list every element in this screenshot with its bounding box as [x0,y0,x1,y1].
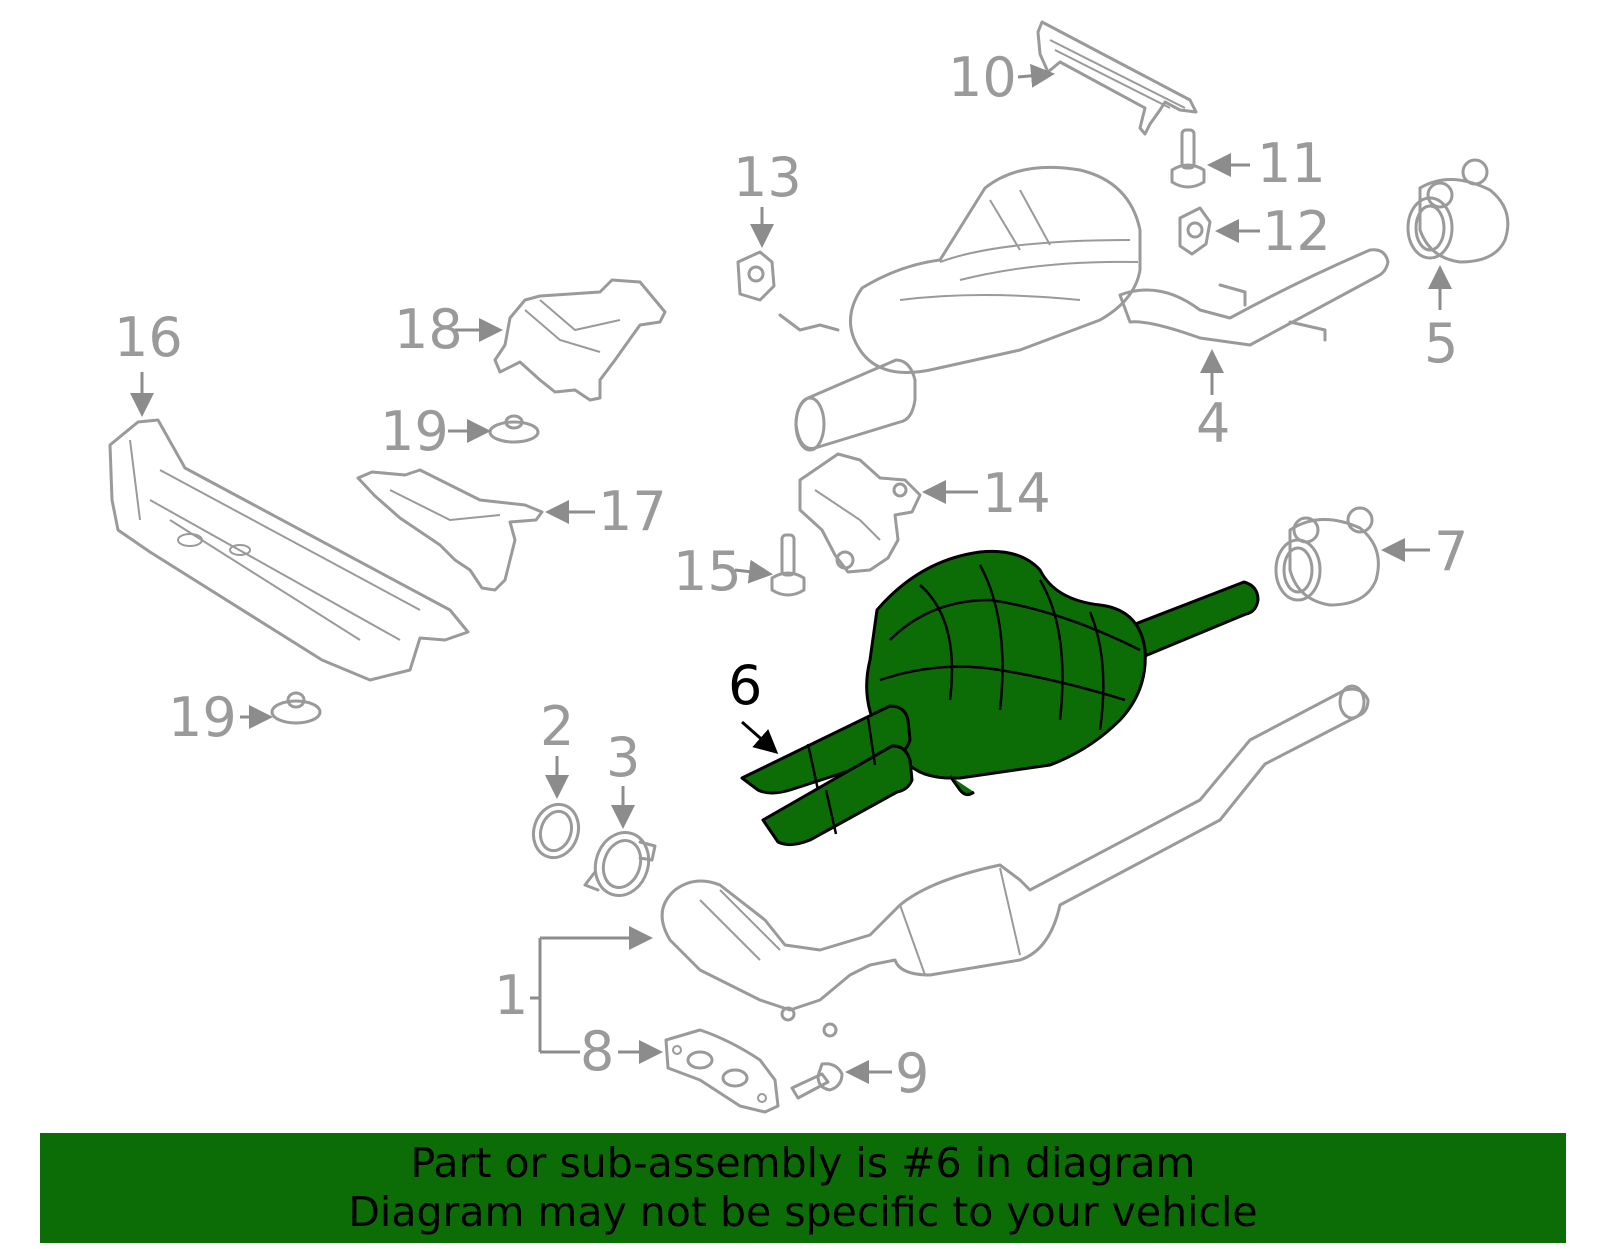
banner-line-disclaimer: Diagram may not be specific to your vehi… [348,1188,1258,1236]
part-8-gasket [664,1028,780,1114]
part-18-heat-shield [493,278,667,402]
part-9-bolt [790,1062,844,1100]
part-11-bolt [1170,128,1206,189]
callout-15: 15 [673,540,742,603]
callout-19-upper: 19 [380,400,449,463]
callout-18: 18 [394,298,463,361]
part-17-heat-shield [356,468,544,592]
callout-13: 13 [733,146,802,209]
part-4-center-muffler [778,165,1390,452]
callout-16: 16 [114,306,183,369]
part-15-bolt [770,533,806,597]
part-19-nut-upper [488,414,540,444]
part-13-grommet [736,250,776,302]
callout-2: 2 [540,695,574,758]
part-16-heat-shield [108,418,470,682]
callout-11: 11 [1257,132,1326,195]
callout-17: 17 [598,480,667,543]
callout-3: 3 [606,726,640,789]
part-10-bracket [1036,20,1198,136]
callout-1: 1 [494,964,528,1027]
banner-line-part-number: Part or sub-assembly is #6 in diagram [410,1139,1196,1187]
callout-7: 7 [1434,520,1468,583]
part-3-clamp [583,831,657,897]
part-7-clamp [1274,506,1380,607]
leader-lines [130,63,1452,1084]
callout-14: 14 [982,462,1051,525]
callout-5: 5 [1424,312,1458,375]
info-banner: Part or sub-assembly is #6 in diagram Di… [40,1133,1566,1243]
callout-10: 10 [948,46,1017,109]
callout-12: 12 [1262,200,1331,263]
callout-4: 4 [1196,392,1230,455]
part-6-rear-muffler-highlighted [740,549,1260,847]
part-12-grommet [1178,206,1212,256]
callout-6-highlighted: 6 [728,654,762,717]
callout-9: 9 [895,1042,929,1105]
callout-8: 8 [580,1020,614,1083]
callout-labels: 10 11 12 13 4 5 18 19 16 17 19 14 15 7 6… [114,46,1468,1105]
part-14-bracket [798,452,922,574]
part-19-nut-lower [270,691,322,725]
callout-19-lower: 19 [168,686,237,749]
part-1-front-pipe [660,684,1370,1038]
part-2-gasket [531,802,581,860]
part-5-clamp [1406,158,1510,264]
